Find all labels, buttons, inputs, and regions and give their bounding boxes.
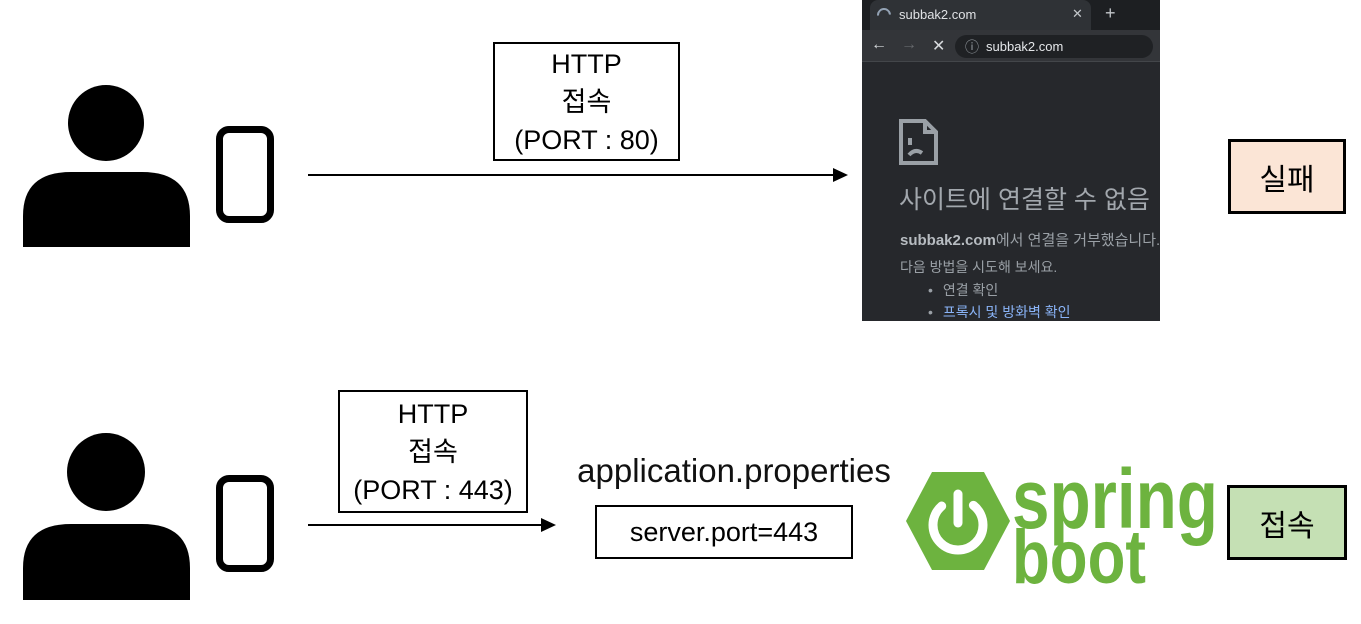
bullet-icon: • xyxy=(928,304,933,320)
http-label: HTTP xyxy=(397,398,469,429)
spring-boot-logo: spring boot xyxy=(906,452,1218,592)
user-icon xyxy=(23,85,190,247)
new-tab-icon[interactable]: + xyxy=(1105,3,1116,23)
back-icon[interactable]: ← xyxy=(871,36,887,53)
arrow-bottom xyxy=(308,524,542,526)
tab-title: subbak2.com xyxy=(899,7,977,22)
browser-window: subbak2.com ✕ + ← → ✕ ⓘ subbak2.com 사이트에… xyxy=(862,0,1160,321)
arrow-bottom-head xyxy=(541,518,556,532)
url-text: subbak2.com xyxy=(986,39,1064,54)
http-label: HTTP xyxy=(551,48,622,79)
boot-wordmark: boot xyxy=(1012,515,1146,592)
power-icon xyxy=(928,495,988,555)
spring-wordmark: spring xyxy=(1012,452,1218,546)
info-icon[interactable]: ⓘ xyxy=(965,38,979,55)
port-label: (PORT : 80) xyxy=(514,124,659,155)
http-port443-box: HTTP 접속 (PORT : 443) xyxy=(338,390,528,513)
forward-icon[interactable]: → xyxy=(901,36,917,53)
result-fail-box: 실패 xyxy=(1228,139,1346,214)
user-icon xyxy=(23,433,190,600)
sad-file-icon xyxy=(899,119,938,165)
browser-tab[interactable]: subbak2.com ✕ xyxy=(870,0,1091,30)
success-label: 접속 xyxy=(1259,509,1315,543)
result-success-box: 접속 xyxy=(1227,485,1347,560)
stop-icon[interactable]: ✕ xyxy=(932,38,946,55)
arrow-top-head xyxy=(833,168,848,182)
arrow-top xyxy=(308,174,834,176)
fail-label: 실패 xyxy=(1259,163,1315,197)
tab-close-icon[interactable]: ✕ xyxy=(1072,6,1083,21)
bullet-icon: • xyxy=(928,282,933,298)
connect-label: 접속 xyxy=(408,436,458,467)
server-port-value: server.port=443 xyxy=(629,516,819,547)
error-bullet-1: •연결 확인 xyxy=(928,282,999,298)
properties-filename: application.properties xyxy=(577,452,891,489)
phone-icon xyxy=(216,126,274,223)
http-port80-box: HTTP 접속 (PORT : 80) xyxy=(493,42,680,161)
phone-icon xyxy=(216,475,274,572)
error-bullet-2-link[interactable]: •프록시 및 방화벽 확인 xyxy=(928,304,1071,320)
error-message: subbak2.com에서 연결을 거부했습니다. xyxy=(900,232,1160,249)
browser-toolbar: ← → ✕ ⓘ subbak2.com xyxy=(862,30,1160,62)
url-bar[interactable]: ⓘ subbak2.com xyxy=(955,35,1153,58)
error-suggestion: 다음 방법을 시도해 보세요. xyxy=(900,259,1058,275)
error-domain: subbak2.com xyxy=(900,232,996,249)
connect-label: 접속 xyxy=(561,86,612,117)
error-title: 사이트에 연결할 수 없음 xyxy=(899,186,1150,214)
server-port-box: server.port=443 xyxy=(595,505,853,559)
browser-tabstrip: subbak2.com ✕ + xyxy=(862,0,1160,30)
loading-spinner-icon xyxy=(874,5,894,25)
port-label: (PORT : 443) xyxy=(353,474,513,505)
